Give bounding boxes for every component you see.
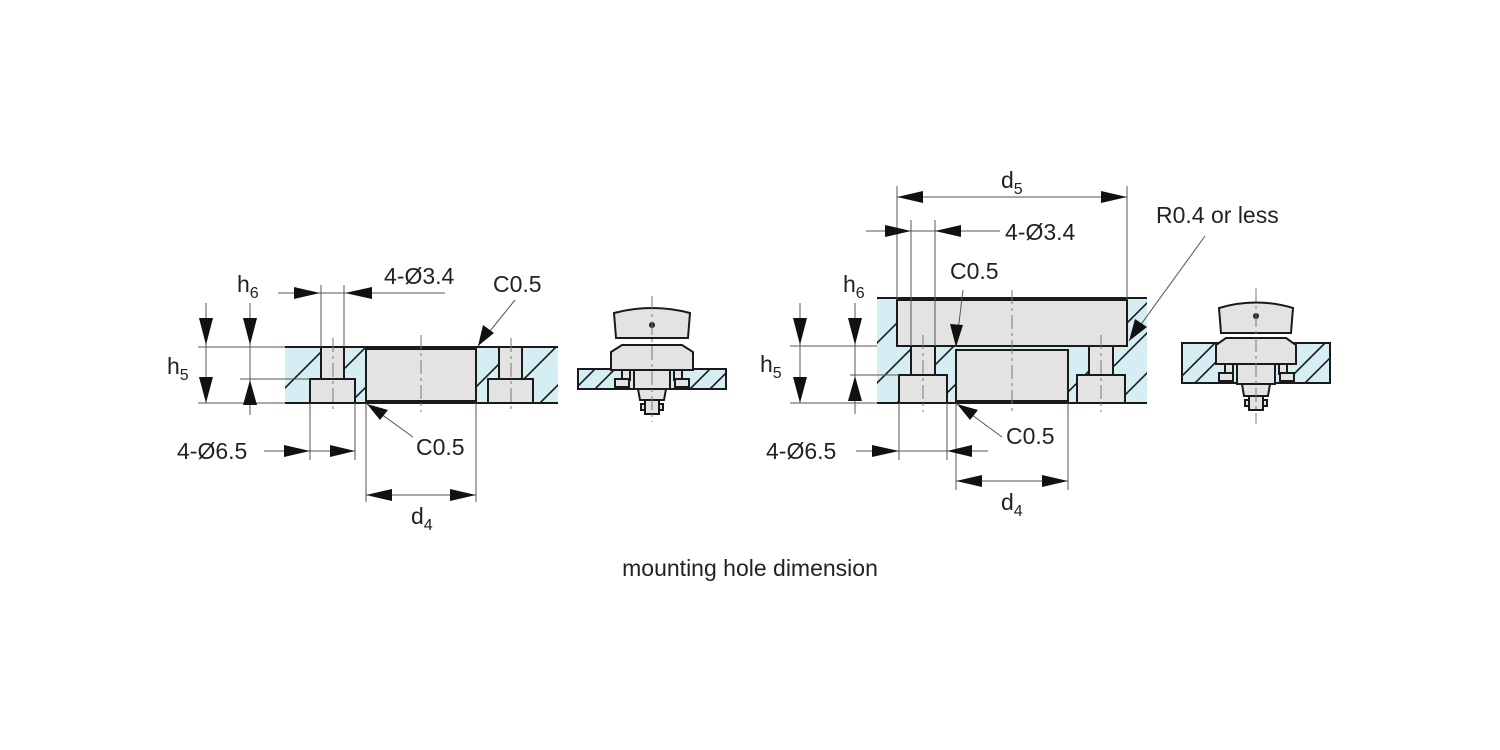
left-view-labels: h6 h5 4-Ø3.4 C0.5 C0.5 4-Ø6.5 d4: [167, 263, 542, 534]
assembly-view-left: [577, 296, 727, 422]
label-chamfer-top: C0.5: [493, 271, 542, 297]
label-chamfer-top: C0.5: [950, 258, 999, 284]
label-chamfer-bottom: C0.5: [1006, 423, 1055, 449]
right-section-view: [790, 186, 1206, 490]
label-chamfer-bottom: C0.5: [416, 434, 465, 460]
right-view-labels: d5 4-Ø3.4 R0.4 or less C0.5 h6 h5 C0.5 4…: [760, 167, 1279, 520]
label-h5: h5: [760, 351, 782, 382]
caption: mounting hole dimension: [622, 555, 878, 581]
label-d4: d4: [1001, 489, 1023, 520]
label-h5: h5: [167, 353, 189, 384]
assembly-view-right: [1181, 288, 1331, 424]
label-h6: h6: [843, 271, 865, 302]
label-d4: d4: [411, 503, 433, 534]
label-bolt-hole: 4-Ø3.4: [1005, 219, 1076, 245]
label-d5: d5: [1001, 167, 1023, 198]
label-h6: h6: [237, 271, 259, 302]
label-bolt-hole: 4-Ø3.4: [384, 263, 455, 289]
label-counterbore: 4-Ø6.5: [766, 438, 836, 464]
label-counterbore: 4-Ø6.5: [177, 438, 247, 464]
left-section-view: [198, 285, 558, 502]
label-radius-note: R0.4 or less: [1156, 202, 1279, 228]
